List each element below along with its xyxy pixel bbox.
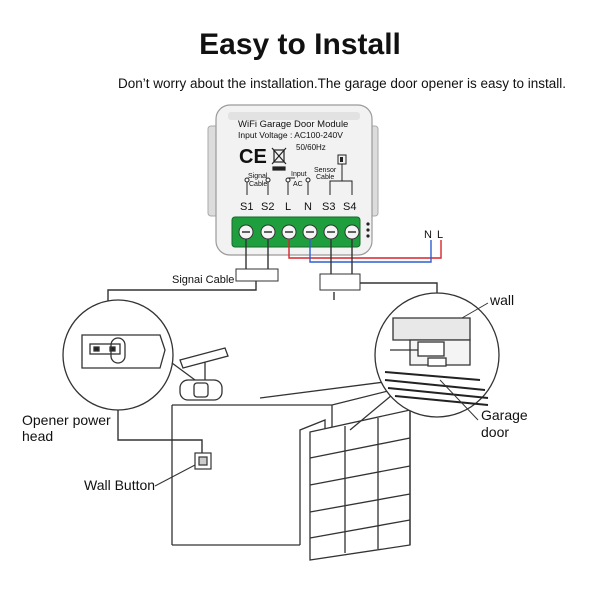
terminal-label-s2: S2 [261, 201, 274, 213]
ce-mark: CE [239, 146, 267, 168]
input-label: Input [291, 171, 307, 178]
sensor-zoom-callout [349, 292, 500, 431]
garage-door-label-line1: Garage [481, 407, 528, 423]
neutral-label: N [424, 229, 432, 241]
signal-cable-connector [235, 268, 279, 282]
neutral-wire [309, 239, 432, 263]
garage-structure [171, 379, 413, 561]
terminal-label-s1: S1 [240, 201, 253, 213]
terminal-label-s4: S4 [343, 201, 356, 213]
signal-cable-label: Cable [249, 181, 267, 188]
garage-door-label-line2: door [481, 424, 509, 440]
terminal-label-s3: S3 [322, 201, 335, 213]
page-title: Easy to Install [199, 28, 401, 61]
wall-button-label: Wall Button [84, 477, 155, 493]
sensor-cable-connector [319, 273, 361, 291]
recycle-bin-icon [271, 147, 287, 171]
terminal-label-n: N [304, 201, 312, 213]
live-label: L [437, 229, 443, 241]
ac-label: AC [293, 181, 303, 188]
page-subtitle: Don’t worry about the installation.The g… [118, 76, 567, 91]
sensor-cable-label: Cable [316, 174, 334, 181]
signal-cable-text: Signai Cable [172, 274, 234, 286]
terminal-label-l: L [285, 201, 291, 213]
opener-label-line1: Opener power [22, 412, 111, 428]
wifi-module: CE WiFi Garage Door Module Input Voltage… [207, 104, 379, 256]
opener-label-line2: head [22, 428, 53, 444]
opener-power-head [179, 347, 229, 401]
signal-label: Signal [248, 173, 268, 180]
wall-label: wall [489, 292, 514, 308]
module-name: WiFi Garage Door Module [238, 119, 348, 130]
module-voltage: Input Voltage : AC100-240V [238, 130, 343, 140]
opener-zoom-callout [62, 299, 196, 411]
live-wire [288, 239, 442, 259]
sensor-label: Sensor [314, 167, 337, 174]
module-frequency: 50/60Hz [296, 143, 326, 152]
wall-button [194, 452, 212, 470]
